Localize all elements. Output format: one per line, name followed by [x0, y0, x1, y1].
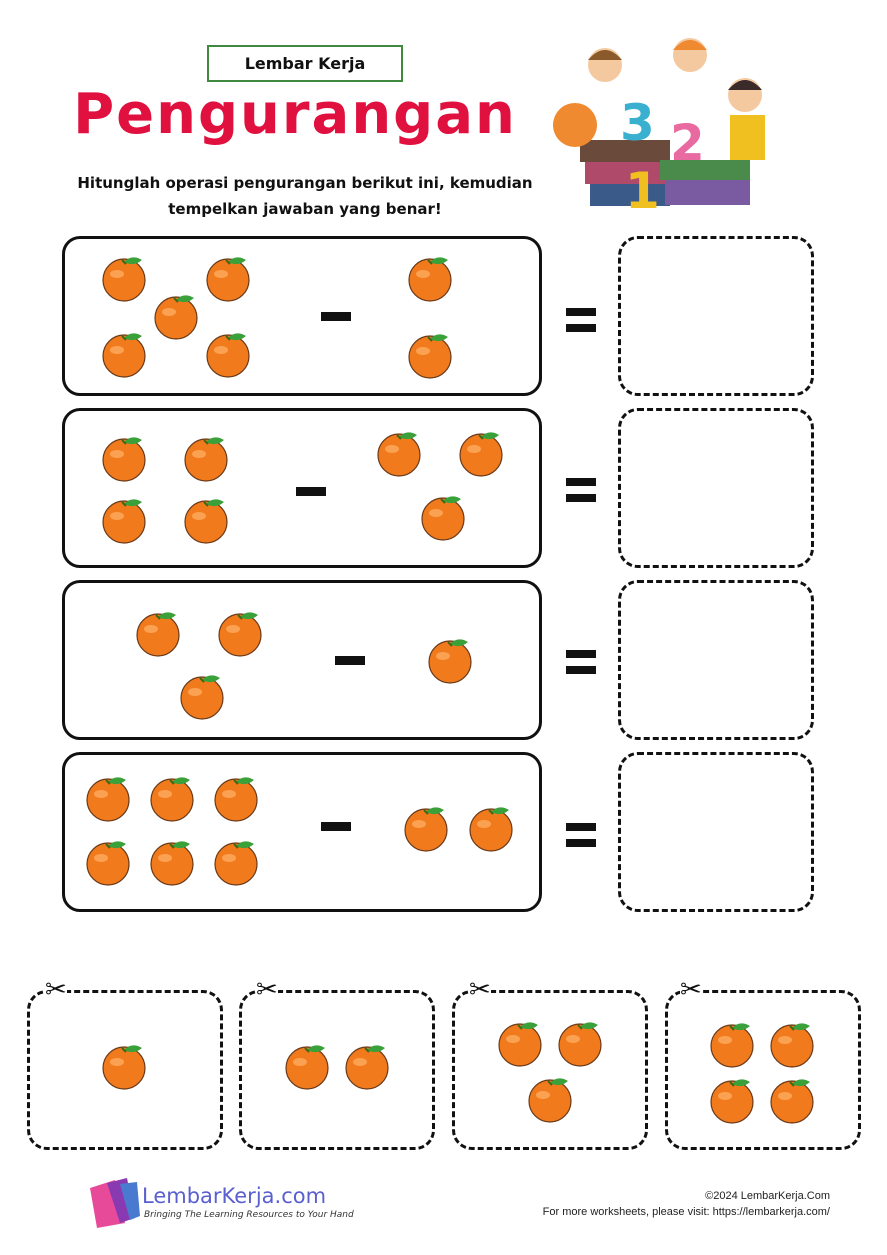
- orange-icon: [212, 774, 260, 822]
- orange-icon: [212, 838, 260, 886]
- answer-drop-box[interactable]: [618, 752, 814, 912]
- orange-icon: [768, 1020, 816, 1068]
- problem-box-1: [62, 236, 542, 396]
- answer-drop-box[interactable]: [618, 580, 814, 740]
- worksheet-tag: Lembar Kerja: [207, 45, 403, 82]
- orange-icon: [182, 496, 230, 544]
- orange-icon: [84, 774, 132, 822]
- minus-sign: [296, 487, 326, 496]
- orange-icon: [148, 838, 196, 886]
- orange-icon: [457, 429, 505, 477]
- answer-drop-box[interactable]: [618, 236, 814, 396]
- equals-sign: [566, 823, 596, 847]
- orange-icon: [406, 254, 454, 302]
- visit-link[interactable]: For more worksheets, please visit: https…: [542, 1206, 830, 1218]
- svg-text:3: 3: [620, 94, 655, 152]
- orange-icon: [100, 1042, 148, 1090]
- svg-text:1: 1: [625, 162, 660, 215]
- answer-drop-box[interactable]: [618, 408, 814, 568]
- scissors-icon: ✂: [469, 975, 491, 1005]
- orange-icon: [708, 1020, 756, 1068]
- cutout-card[interactable]: [239, 990, 435, 1150]
- orange-icon: [526, 1075, 574, 1123]
- orange-icon: [496, 1019, 544, 1067]
- orange-icon: [402, 804, 450, 852]
- orange-icon: [768, 1076, 816, 1124]
- brand-name: LembarKerja.com: [142, 1184, 327, 1208]
- footer-info: ©2024 LembarKerja.Com For more worksheet…: [543, 1188, 830, 1220]
- instruction-line: Hitunglah operasi pengurangan berikut in…: [77, 174, 533, 192]
- instructions: Hitunglah operasi pengurangan berikut in…: [60, 170, 550, 222]
- cutout-card[interactable]: [452, 990, 648, 1150]
- orange-icon: [100, 434, 148, 482]
- cutout-card[interactable]: [27, 990, 223, 1150]
- orange-icon: [419, 493, 467, 541]
- scissors-icon: ✂: [680, 975, 702, 1005]
- orange-icon: [343, 1042, 391, 1090]
- orange-icon: [556, 1019, 604, 1067]
- orange-icon: [152, 292, 200, 340]
- orange-icon: [100, 496, 148, 544]
- orange-icon: [204, 254, 252, 302]
- equals-sign: [566, 478, 596, 502]
- instruction-line: tempelkan jawaban yang benar!: [168, 200, 442, 218]
- orange-icon: [84, 838, 132, 886]
- orange-icon: [426, 636, 474, 684]
- orange-icon: [216, 609, 264, 657]
- copyright: ©2024 LembarKerja.Com: [705, 1190, 830, 1202]
- problem-box-2: [62, 408, 542, 568]
- brand-slogan: Bringing The Learning Resources to Your …: [144, 1210, 354, 1220]
- equals-sign: [566, 650, 596, 674]
- kids-books-illustration: 3 21: [553, 38, 765, 215]
- orange-icon: [406, 331, 454, 379]
- page-title: Pengurangan: [73, 82, 517, 147]
- orange-icon: [182, 434, 230, 482]
- orange-icon: [100, 254, 148, 302]
- scissors-icon: ✂: [256, 975, 278, 1005]
- orange-icon: [134, 609, 182, 657]
- orange-icon: [467, 804, 515, 852]
- equals-sign: [566, 308, 596, 332]
- minus-sign: [335, 656, 365, 665]
- orange-icon: [204, 330, 252, 378]
- problem-box-4: [62, 752, 542, 912]
- cutout-card[interactable]: [665, 990, 861, 1150]
- orange-icon: [708, 1076, 756, 1124]
- orange-icon: [375, 429, 423, 477]
- minus-sign: [321, 312, 351, 321]
- logo-book-icon: [90, 1178, 140, 1228]
- orange-icon: [178, 672, 226, 720]
- problem-box-3: [62, 580, 542, 740]
- svg-text:2: 2: [670, 114, 705, 172]
- minus-sign: [321, 822, 351, 831]
- orange-icon: [148, 774, 196, 822]
- scissors-icon: ✂: [45, 975, 67, 1005]
- orange-icon: [283, 1042, 331, 1090]
- orange-icon: [100, 330, 148, 378]
